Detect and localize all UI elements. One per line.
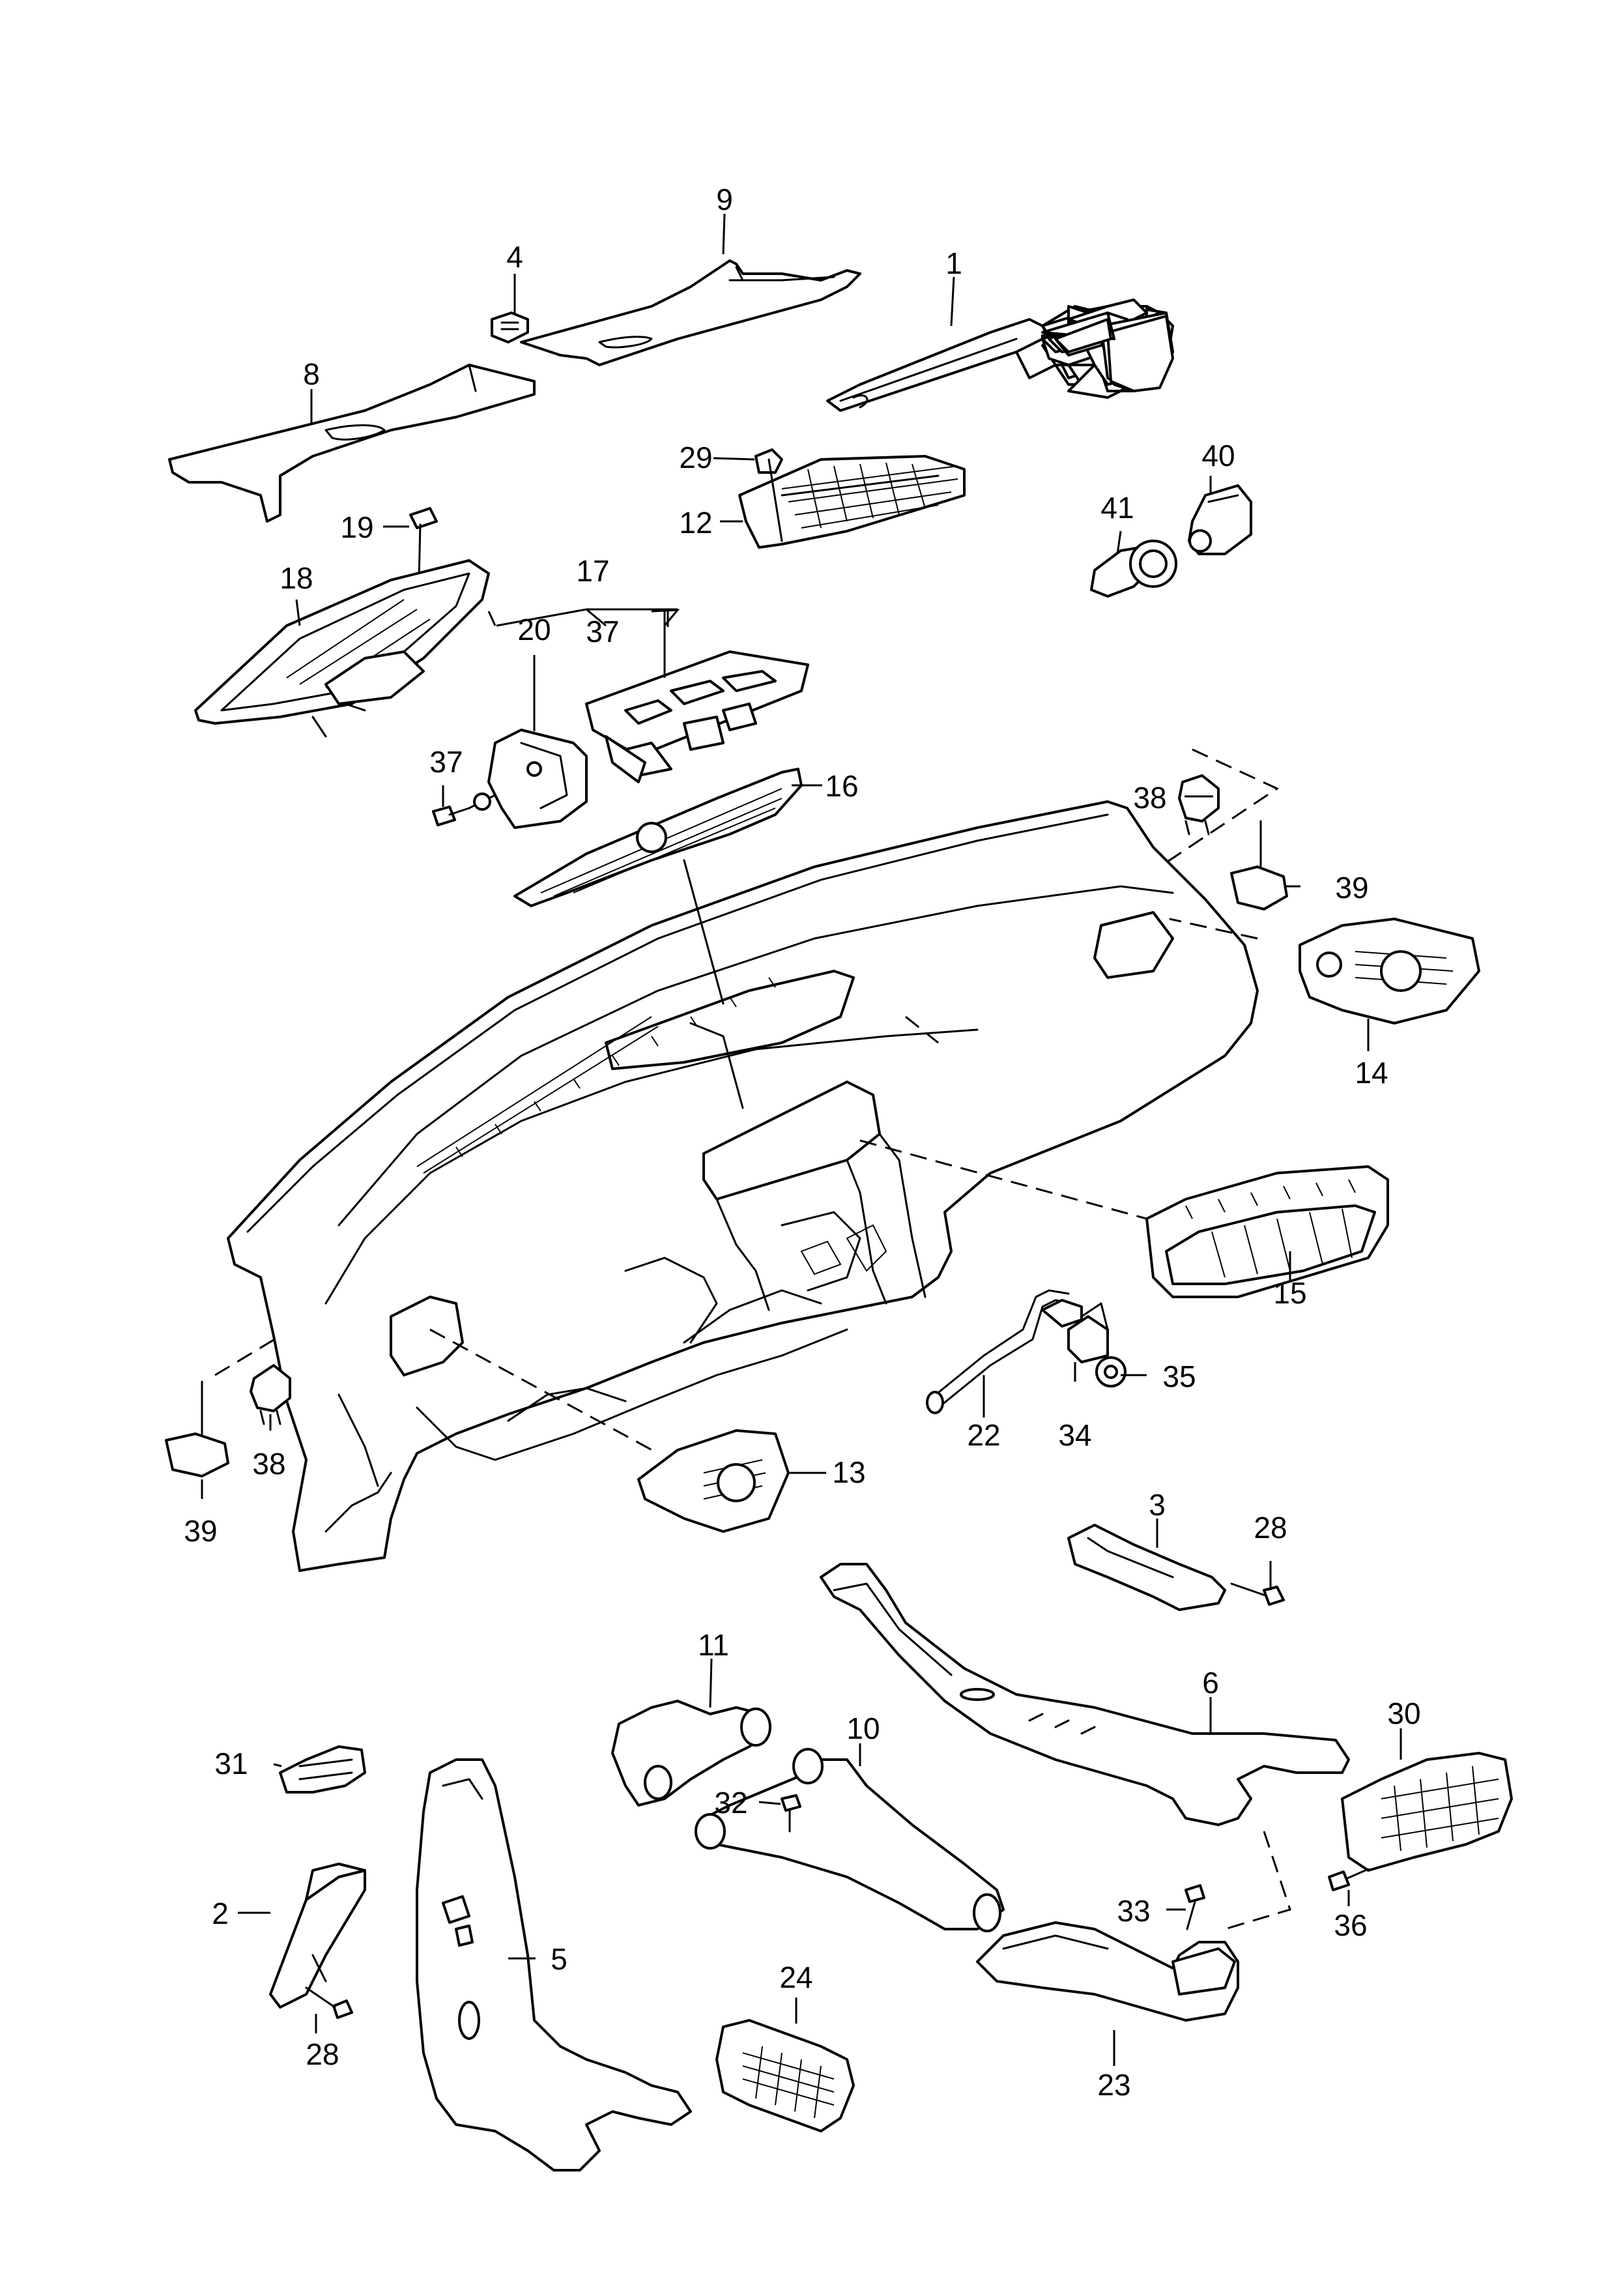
part-37-screw (432, 806, 470, 826)
callout-17: 17 (576, 554, 609, 588)
callout-18: 18 (280, 561, 313, 595)
part-6-duct (820, 1563, 1350, 1826)
part-28-screw-right (1230, 1582, 1285, 1606)
callout-28-right: 28 (1254, 1511, 1287, 1545)
part-40-sensor (1188, 484, 1252, 555)
callout-39-left: 39 (184, 1514, 217, 1548)
part-34-cap (1067, 1302, 1109, 1363)
callout-41: 41 (1100, 491, 1134, 525)
part-24-grille (715, 2019, 855, 2132)
callout-9: 9 (716, 182, 733, 216)
callout-16: 16 (825, 769, 858, 803)
callout-40: 40 (1201, 439, 1235, 472)
callout-28-left: 28 (306, 2037, 339, 2071)
part-14-vent (1299, 918, 1480, 1024)
callout-30: 30 (1387, 1696, 1420, 1730)
part-2-duct (269, 1863, 366, 2009)
part-36-screw (1328, 1868, 1370, 1891)
leader-lines (201, 213, 1402, 2066)
callout-4: 4 (506, 240, 523, 274)
callout-1: 1 (945, 246, 962, 280)
callout-14: 14 (1355, 1056, 1388, 1090)
part-39-holder-left (165, 1380, 229, 1477)
callout-2: 2 (212, 1896, 229, 1930)
callout-33: 33 (1117, 1894, 1150, 1928)
callout-15: 15 (1273, 1276, 1306, 1310)
callout-19: 19 (340, 510, 373, 544)
part-8-panel (168, 364, 536, 523)
part-5-duct (416, 1758, 692, 2172)
part-17-vent-box (585, 650, 809, 783)
dashboard-main (227, 800, 1259, 1572)
callout-13: 13 (832, 1455, 865, 1489)
part-41-bracket (1090, 540, 1177, 598)
callout-39-right: 39 (1335, 871, 1368, 905)
callout-29: 29 (679, 441, 712, 474)
part-35-nut (1095, 1356, 1127, 1388)
part-23-duct (976, 1921, 1239, 2022)
part-12-grille-box (738, 448, 966, 549)
callout-5: 5 (551, 1942, 567, 1976)
callout-35: 35 (1162, 1359, 1196, 1393)
part-38-clip-left (250, 1364, 291, 1425)
part-11-duct (611, 1700, 771, 1807)
callout-34: 34 (1058, 1418, 1091, 1452)
callout-12: 12 (679, 506, 712, 540)
part-33-screw (1185, 1884, 1205, 1930)
callout-20: 20 (517, 613, 551, 647)
callout-6: 6 (1202, 1666, 1219, 1700)
callout-38-right: 38 (1133, 781, 1166, 815)
part-10-duct (695, 1748, 1005, 1932)
callout-31: 31 (214, 1747, 248, 1780)
callout-10: 10 (846, 1711, 880, 1745)
assembly-dashed-lines (214, 748, 1291, 1930)
part-32-screw (781, 1794, 801, 1833)
part-20-actuator (468, 729, 588, 829)
part-3-bracket (1067, 1524, 1226, 1611)
part-39-holder-right (1230, 820, 1288, 910)
callout-37-top: 37 (586, 615, 619, 648)
callout-32: 32 (714, 1786, 747, 1820)
part-9-panel (520, 259, 861, 366)
callout-23: 23 (1097, 2068, 1130, 2102)
callout-labels: 1 2 3 4 5 6 8 9 10 11 12 13 14 15 16 17 … (184, 182, 1420, 2102)
part-30-vent (1341, 1752, 1513, 1872)
part-16-grille (513, 768, 803, 907)
part-28-screw-left (305, 1986, 353, 2019)
callout-38-left: 38 (252, 1447, 285, 1481)
part-18-grille (194, 559, 490, 738)
callout-36: 36 (1334, 1908, 1367, 1942)
callout-3: 3 (1149, 1488, 1166, 1522)
part-38-clip-right (1178, 774, 1220, 836)
part-22-tube (926, 1289, 1083, 1414)
callout-11: 11 (698, 1628, 729, 1662)
part-15-vent (1145, 1165, 1389, 1298)
part-13-vent (637, 1429, 790, 1533)
callout-8: 8 (303, 357, 320, 391)
part-31-clip (279, 1745, 366, 1794)
callout-37-left: 37 (429, 745, 463, 779)
callout-22: 22 (967, 1418, 1000, 1452)
part-4-clip (491, 312, 529, 343)
part-1-duct (826, 298, 1174, 412)
callout-24: 24 (779, 1960, 812, 1994)
